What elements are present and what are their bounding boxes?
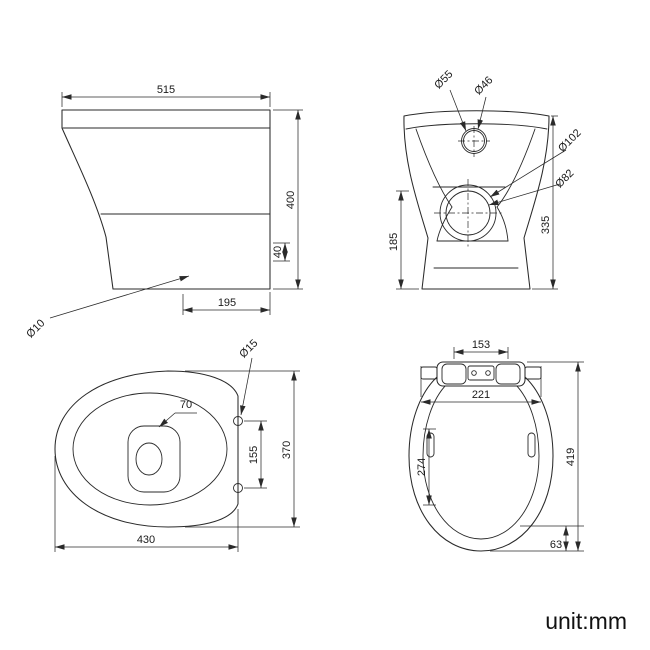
leader-line-d10 bbox=[49, 275, 190, 319]
dim-63-label: 63 bbox=[550, 539, 562, 551]
leader-line-d82 bbox=[488, 183, 561, 206]
dim-221-label: 221 bbox=[472, 389, 490, 401]
leader-line-d46 bbox=[477, 96, 487, 130]
dim-335-label: 335 bbox=[540, 216, 552, 234]
hinge-screw-right bbox=[485, 370, 491, 376]
seat-view: 153 221 274 419 63 bbox=[408, 339, 584, 552]
dim-430-label: 430 bbox=[137, 534, 155, 546]
dim-400-label: 400 bbox=[285, 191, 297, 209]
hinge-mid-plate bbox=[467, 365, 495, 381]
sump-outline bbox=[127, 425, 181, 493]
rim-inner-arc bbox=[405, 123, 548, 130]
dim-515-label: 515 bbox=[157, 84, 175, 96]
seat-fixing-hole-top bbox=[233, 416, 243, 426]
sump-water-oval bbox=[135, 442, 163, 476]
dim-185-label: 185 bbox=[388, 233, 400, 251]
dim-70-label: 70 bbox=[180, 399, 192, 411]
plan-view: 70 Ø15 155 370 430 bbox=[54, 337, 300, 552]
hinge-stub-right bbox=[524, 366, 542, 380]
seat-outer-outline bbox=[408, 376, 554, 552]
bowl-curve-right bbox=[496, 128, 536, 208]
dim-40-label: 40 bbox=[272, 246, 284, 258]
pan-front-outline bbox=[403, 110, 550, 290]
pan-plan-outline bbox=[54, 370, 239, 528]
dim-155-label: 155 bbox=[248, 446, 260, 464]
dim-d10-label: Ø10 bbox=[24, 317, 47, 340]
hinge-screw-left bbox=[471, 370, 477, 376]
dim-d55-label: Ø55 bbox=[432, 68, 455, 91]
pan-side-outline bbox=[61, 109, 271, 290]
hinge-stub-left bbox=[420, 366, 438, 380]
seat-buffer-right bbox=[527, 432, 536, 458]
side-view: 515 400 40 195 Ø10 bbox=[24, 84, 303, 340]
dim-419-label: 419 bbox=[565, 448, 577, 466]
leader-line-d102 bbox=[489, 149, 567, 198]
dim-153-label: 153 bbox=[472, 339, 490, 351]
hinge-cap-right bbox=[495, 363, 521, 385]
dim-d15-label: Ø15 bbox=[237, 337, 260, 360]
leader-line-d15 bbox=[240, 357, 253, 416]
dim-d82-label: Ø82 bbox=[553, 167, 576, 190]
leader-line-70 bbox=[158, 412, 176, 428]
bowl-bottom-left bbox=[436, 206, 453, 242]
dim-d102-label: Ø102 bbox=[556, 127, 584, 155]
seat-fixing-hole-bottom bbox=[233, 483, 243, 493]
hinge-cap-left bbox=[441, 363, 467, 385]
unit-label: unit:mm bbox=[545, 608, 627, 634]
dim-274-label: 274 bbox=[416, 458, 428, 476]
front-view: Ø55 Ø46 Ø102 Ø82 335 185 bbox=[388, 68, 584, 290]
hinge-bar bbox=[436, 361, 526, 387]
dim-d46-label: Ø46 bbox=[472, 74, 495, 97]
dim-370-label: 370 bbox=[281, 441, 293, 459]
seat-inner-outline bbox=[422, 383, 540, 540]
rim-inner-oval bbox=[72, 392, 228, 506]
footer: unit:mm bbox=[545, 608, 627, 634]
bowl-bottom-right bbox=[496, 206, 509, 242]
leader-line-d55 bbox=[449, 89, 467, 132]
dim-195-label: 195 bbox=[218, 297, 236, 309]
seat-buffer-left bbox=[426, 432, 435, 458]
